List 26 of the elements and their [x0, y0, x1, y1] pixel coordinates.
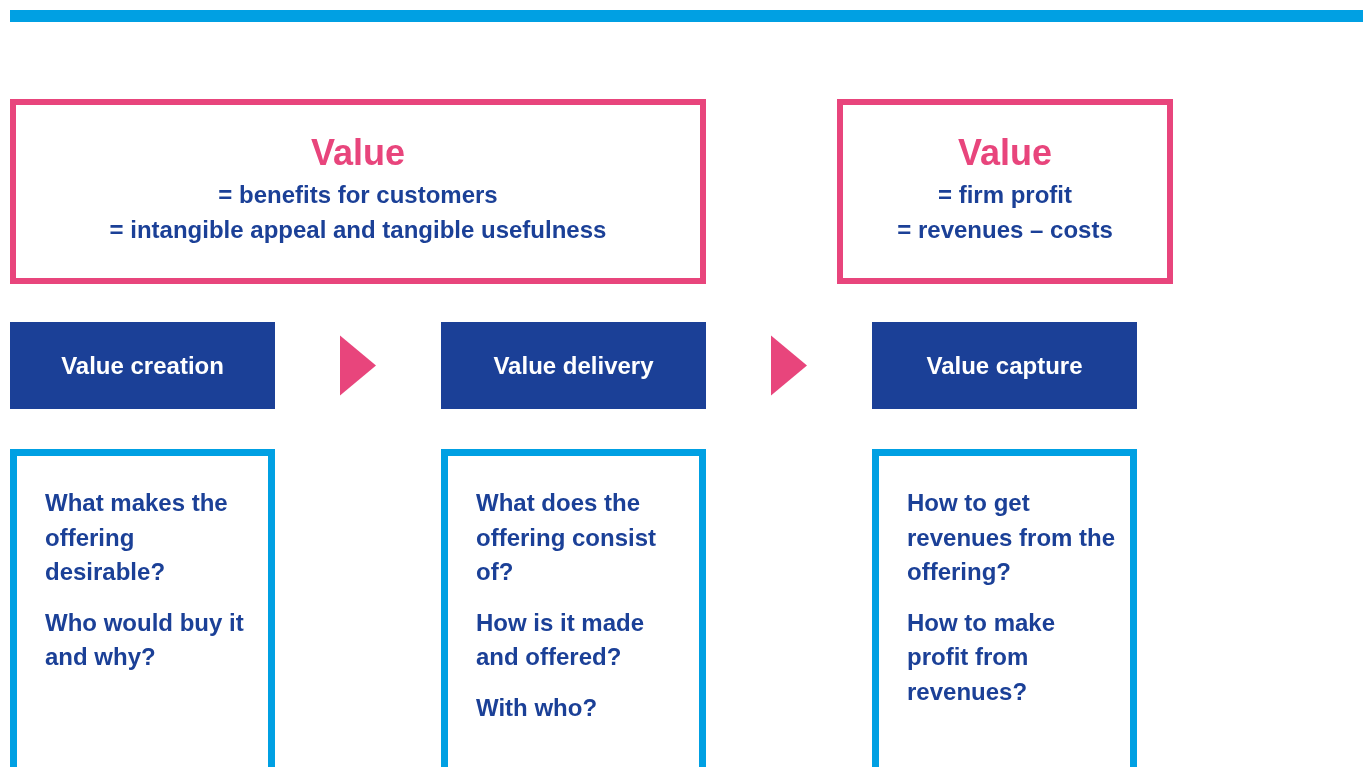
question-box — [441, 449, 706, 767]
arrow — [771, 335, 807, 396]
question-text: How to get revenues from the offering? — [907, 488, 1117, 587]
box-heading: Value — [310, 130, 406, 175]
arrow — [340, 335, 376, 396]
stage-box — [441, 322, 706, 409]
definition-text: = firm profit — [938, 179, 1072, 210]
definition-box — [837, 99, 1173, 284]
stage-box — [10, 322, 275, 409]
question-text: What makes the offering desirable? — [45, 488, 229, 587]
question-box — [872, 449, 1137, 767]
definition-text: = benefits for customers — [218, 179, 498, 210]
stage-box — [872, 322, 1137, 409]
box-heading: Value — [957, 130, 1053, 175]
question-text: How to make profit from revenues? — [907, 607, 1057, 707]
question-text: What does the offering consist of? — [476, 488, 657, 587]
definition-box — [10, 99, 706, 284]
question-text: With who? — [476, 692, 599, 723]
definition-text: = revenues – costs — [897, 214, 1113, 245]
question-text: Who would buy it and why? — [45, 607, 245, 672]
stage-label: Value delivery — [493, 351, 654, 380]
stage-label: Value capture — [926, 351, 1083, 380]
question-box — [10, 449, 275, 767]
stage-label: Value creation — [61, 351, 224, 380]
definition-text: = intangible appeal and tangible usefulness — [109, 214, 607, 245]
question-text: How is it made and offered? — [476, 607, 646, 672]
